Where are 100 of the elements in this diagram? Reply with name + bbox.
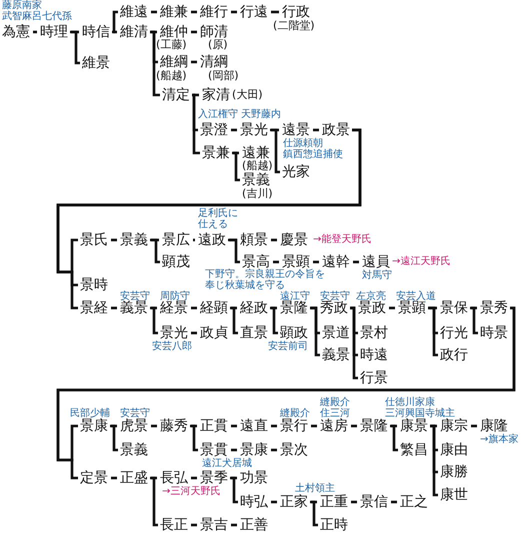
- person-name: 康世: [440, 487, 468, 503]
- lineage-line: [191, 306, 197, 310]
- person-name: 景義: [120, 232, 148, 248]
- annotation-note: 縫殿介: [320, 397, 350, 408]
- lineage-line: [270, 128, 280, 174]
- person-name: 慶景: [280, 232, 308, 248]
- lineage-line: [430, 424, 438, 496]
- person-name: 清定: [162, 87, 190, 103]
- person-name: 時遠: [360, 347, 388, 363]
- lineage-line: [310, 500, 318, 526]
- person-name: 景顕: [282, 254, 310, 270]
- annotation-note: 仕徳川家康: [385, 397, 435, 408]
- person-name: 遠房: [320, 418, 348, 434]
- person-name: 時信: [82, 24, 110, 40]
- person-name: 遠景: [282, 122, 310, 138]
- annotation-note: 周防守: [160, 291, 190, 302]
- lineage-line: [191, 332, 197, 334]
- lineage-line: [191, 476, 197, 480]
- person-name: 光家: [282, 164, 310, 180]
- lineage-line: [232, 152, 240, 182]
- lineage-line: [390, 424, 398, 452]
- annotation-note: 土村領主: [295, 483, 335, 494]
- lineage-line: [111, 238, 117, 242]
- lineage-line: [113, 30, 117, 34]
- lineage-line: [391, 500, 397, 504]
- person-name: 景吉: [200, 517, 228, 533]
- person-name: 功景: [240, 470, 268, 486]
- lineage-line: [111, 306, 117, 310]
- lineage-line: [150, 30, 160, 96]
- lineage-line: [230, 476, 238, 504]
- person-name: 景道: [322, 325, 350, 341]
- lineage-line: [428, 306, 438, 356]
- lineage-line: [231, 10, 237, 14]
- annotation-note: 三河興国寺城主: [385, 408, 455, 419]
- lineage-line: [70, 30, 80, 64]
- person-name: 長正: [160, 517, 188, 533]
- person-name: 景行: [280, 418, 308, 434]
- person-name: 遠兼: [242, 145, 270, 161]
- lineage-line: [151, 424, 157, 428]
- person-name: 正之: [400, 494, 428, 510]
- person-name: 康隆: [480, 418, 508, 434]
- person-name: 康宗: [440, 418, 468, 434]
- person-name: 家清: [202, 87, 230, 103]
- person-name: 景経: [80, 300, 108, 316]
- family-name-note: (岡部): [208, 70, 239, 81]
- person-name: 景高: [242, 254, 270, 270]
- person-name: 景次: [280, 442, 308, 458]
- lineage-line: [310, 306, 320, 356]
- person-name: 頼景: [240, 232, 268, 248]
- annotation-note: 安芸前司: [268, 341, 308, 352]
- annotation-note: →三河天野氏: [162, 486, 220, 497]
- person-name: 正善: [240, 517, 268, 533]
- annotation-note: 縫殿介: [280, 408, 310, 419]
- annotation-note: 住三河: [320, 408, 350, 419]
- person-name: 顕茂: [162, 254, 190, 270]
- person-name: 康勝: [440, 464, 468, 480]
- annotation-note: 安芸守: [120, 291, 150, 302]
- person-name: 正貫: [200, 418, 228, 434]
- lineage-line: [150, 306, 158, 334]
- person-name: 時理: [40, 24, 68, 40]
- annotation-note: 左京亮: [356, 291, 386, 302]
- lineage-line: [191, 524, 197, 526]
- lineage-line: [313, 260, 319, 264]
- lineage-line: [228, 238, 240, 264]
- person-name: 正重: [320, 494, 348, 510]
- annotation-note: 安芸入道: [396, 291, 436, 302]
- person-name: 景信: [360, 494, 388, 510]
- lineage-line: [192, 94, 200, 154]
- lineage-line: [351, 500, 357, 504]
- lineage-line: [111, 476, 117, 480]
- person-name: 虎景: [120, 418, 148, 434]
- person-name: 遠直: [240, 418, 268, 434]
- person-name: 正時: [320, 517, 348, 533]
- person-name: 維遠: [120, 4, 148, 20]
- person-name: 遠幹: [322, 254, 350, 270]
- lineage-line: [271, 500, 277, 504]
- person-name: 維行: [200, 4, 228, 20]
- person-name: 経景: [160, 300, 188, 316]
- lineage-line: [313, 128, 319, 132]
- lineage-line: [191, 10, 197, 14]
- lineage-line: [150, 238, 160, 264]
- lineage-line: [231, 424, 237, 428]
- person-name: 維景: [82, 55, 110, 71]
- lineage-line: [353, 260, 359, 264]
- lineage-line: [270, 306, 278, 334]
- person-name: 繁昌: [400, 442, 428, 458]
- person-name: 行光: [440, 325, 468, 341]
- family-name-note: (原): [208, 39, 228, 50]
- person-name: 景秀: [480, 300, 508, 316]
- person-name: 景兼: [202, 145, 230, 161]
- person-name: 景康: [240, 442, 268, 458]
- lineage-line: [271, 448, 277, 452]
- person-name: 景時: [80, 277, 108, 293]
- person-name: 維兼: [160, 4, 188, 20]
- lineage-line: [110, 424, 118, 452]
- person-name: 景保: [440, 300, 468, 316]
- lineage-line: [150, 476, 158, 526]
- person-name: 景隆: [280, 300, 308, 316]
- person-name: 師清: [200, 24, 228, 40]
- annotation-note: 鎮西惣追捕使: [283, 149, 343, 160]
